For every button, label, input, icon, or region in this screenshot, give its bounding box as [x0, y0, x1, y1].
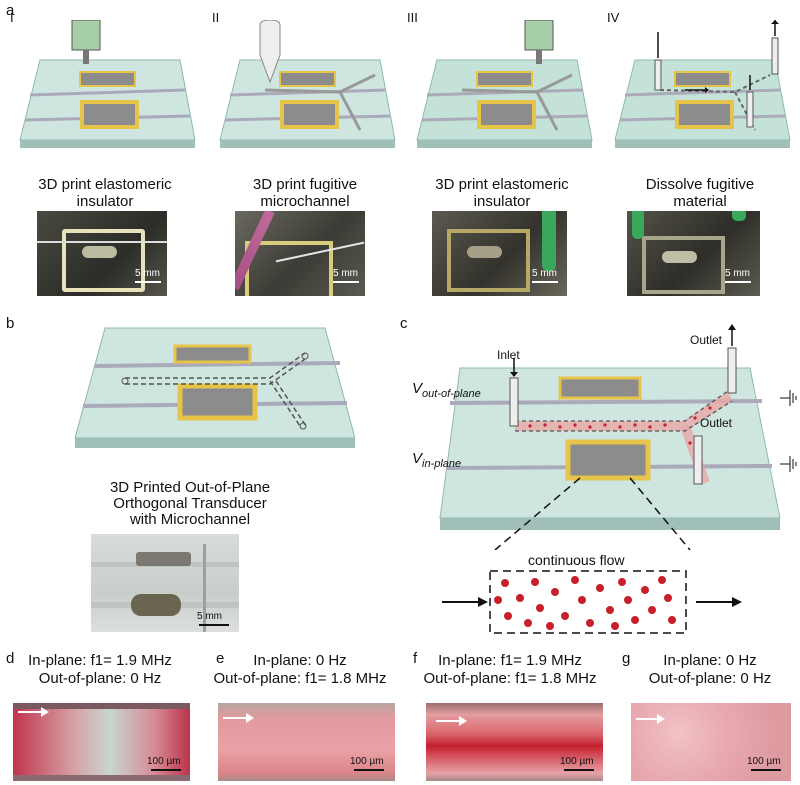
- panel-g-scale: 100 µm: [747, 756, 781, 767]
- panel-g-micrograph: 100 µm: [631, 703, 791, 781]
- panel-c-device: [439, 324, 797, 550]
- step-2-photo: 5 mm: [235, 211, 365, 296]
- continuous-flow-label: continuous flow: [528, 552, 625, 568]
- panel-e-conditions: In-plane: 0 Hz Out-of-plane: f1= 1.8 MHz: [213, 652, 387, 687]
- step-3-roman: III: [407, 10, 418, 25]
- step-2-illustration: [219, 20, 396, 148]
- step-4-roman: IV: [607, 10, 620, 25]
- panel-d-conditions: In-plane: f1= 1.9 MHz Out-of-plane: 0 Hz: [28, 652, 172, 687]
- v-in-plane-label: Vin-plane: [412, 450, 462, 470]
- panel-e-letter: e: [216, 650, 225, 667]
- flow-box: [442, 570, 742, 634]
- panel-d-scale: 100 µm: [147, 756, 181, 767]
- panel-f-micrograph: 100 µm: [426, 703, 603, 781]
- panel-e-scale: 100 µm: [350, 756, 384, 767]
- inlet-label: Inlet: [497, 348, 520, 362]
- step-4-photo: 5 mm: [627, 211, 760, 296]
- panel-b-scale: 5 mm: [197, 611, 222, 622]
- step-1-scale: 5 mm: [135, 268, 160, 279]
- panel-g-letter: g: [622, 650, 631, 667]
- panel-f-conditions: In-plane: f1= 1.9 MHz Out-of-plane: f1= …: [423, 652, 597, 687]
- panel-a-letter: a: [6, 2, 15, 19]
- step-1-caption: 3D print elastomeric insulator: [38, 176, 172, 210]
- panel-c-letter: c: [400, 315, 408, 332]
- panel-e-micrograph: 100 µm: [218, 703, 395, 781]
- step-4-illustration: [614, 20, 791, 148]
- panel-b-photo: 5 mm: [91, 534, 239, 632]
- step-1-roman: I: [10, 10, 14, 25]
- panel-d-letter: d: [6, 650, 15, 667]
- step-2-scale: 5 mm: [333, 268, 358, 279]
- outlet-top-label: Outlet: [690, 333, 723, 347]
- step-3-illustration: [416, 20, 593, 148]
- v-out-of-plane-label: Vout-of-plane: [412, 380, 481, 400]
- panel-f-letter: f: [413, 650, 418, 667]
- step-1-photo: 5 mm: [37, 211, 167, 296]
- panel-b-device: [74, 327, 355, 448]
- step-4-caption: Dissolve fugitive material: [645, 176, 755, 210]
- panel-d-micrograph: 100 µm: [13, 703, 190, 781]
- step-2-roman: II: [212, 10, 220, 25]
- step-1-illustration: [19, 20, 196, 148]
- step-3-photo: 5 mm: [432, 211, 567, 296]
- panel-f-scale: 100 µm: [560, 756, 594, 767]
- step-2-caption: 3D print fugitive microchannel: [252, 176, 358, 210]
- step-3-scale: 5 mm: [532, 268, 557, 279]
- step-4-scale: 5 mm: [725, 268, 750, 279]
- outlet-bottom-label: Outlet: [700, 416, 733, 430]
- panel-b-caption: 3D Printed Out-of-Plane Orthogonal Trans…: [109, 479, 271, 528]
- panel-g-conditions: In-plane: 0 Hz Out-of-plane: 0 Hz: [648, 652, 772, 687]
- panel-b-letter: b: [6, 315, 15, 332]
- step-3-caption: 3D print elastomeric insulator: [435, 176, 569, 210]
